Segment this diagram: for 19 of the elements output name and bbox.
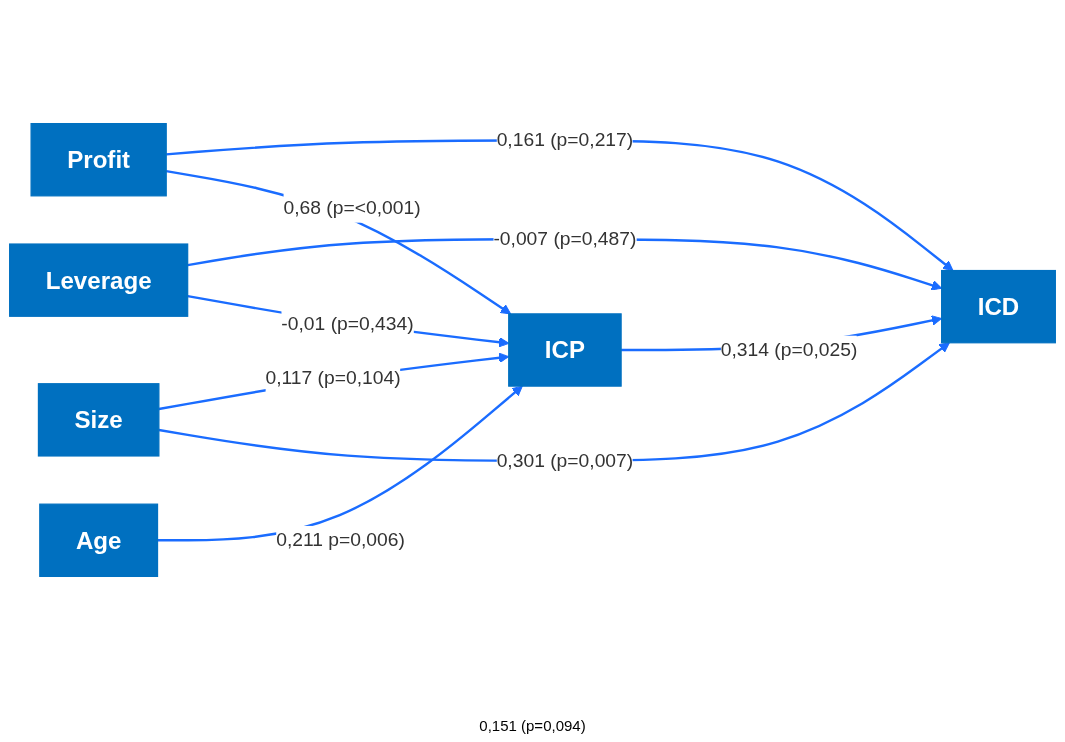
node-box: Profit xyxy=(30,123,167,197)
edge-label: 0,161 (p=0,217) xyxy=(496,129,634,151)
node-box: Age xyxy=(39,503,159,577)
node-box: Size xyxy=(37,383,160,457)
edge-label: 0,211 p=0,006) xyxy=(276,529,405,550)
node-box: ICP xyxy=(508,313,622,387)
node-box: Leverage xyxy=(9,243,189,317)
arrow xyxy=(158,342,950,462)
edge-label: 0,301 (p=0,007) xyxy=(496,449,634,471)
arrow xyxy=(166,169,512,315)
edge-label: 0,314 (p=0,025) xyxy=(720,339,858,360)
edge-label: 0,117 (p=0,104) xyxy=(265,367,401,388)
arrow xyxy=(166,139,954,271)
edge-label: 0,68 (p=<0,001) xyxy=(283,197,421,218)
coefficient-label: 0,151 (p=0,094) xyxy=(479,717,586,734)
arrow xyxy=(157,385,523,542)
node-box: ICD xyxy=(941,269,1056,344)
edge-label: -0,01 (p=0,434) xyxy=(281,313,414,334)
edge-label: -0,007 (p=0,487) xyxy=(493,228,637,249)
